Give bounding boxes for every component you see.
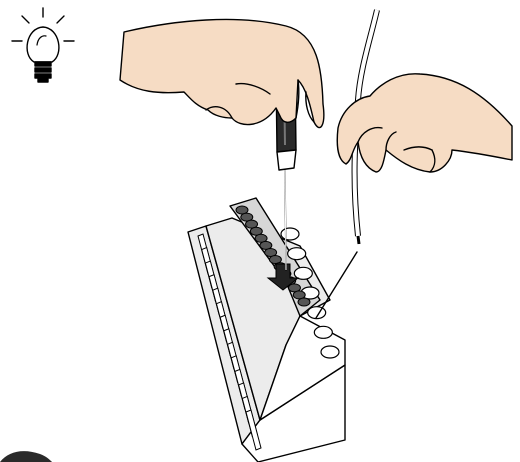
wire-hole (314, 326, 332, 338)
clamp-screw (298, 298, 310, 306)
right-hand (337, 74, 512, 172)
lightbulb-tip-icon (12, 8, 74, 82)
wire-hole (281, 228, 299, 240)
page-corner-mark (0, 451, 52, 462)
wire-hole (288, 248, 306, 260)
terminal-block (188, 198, 345, 462)
wire-hole (321, 346, 339, 358)
left-hand (120, 19, 324, 127)
